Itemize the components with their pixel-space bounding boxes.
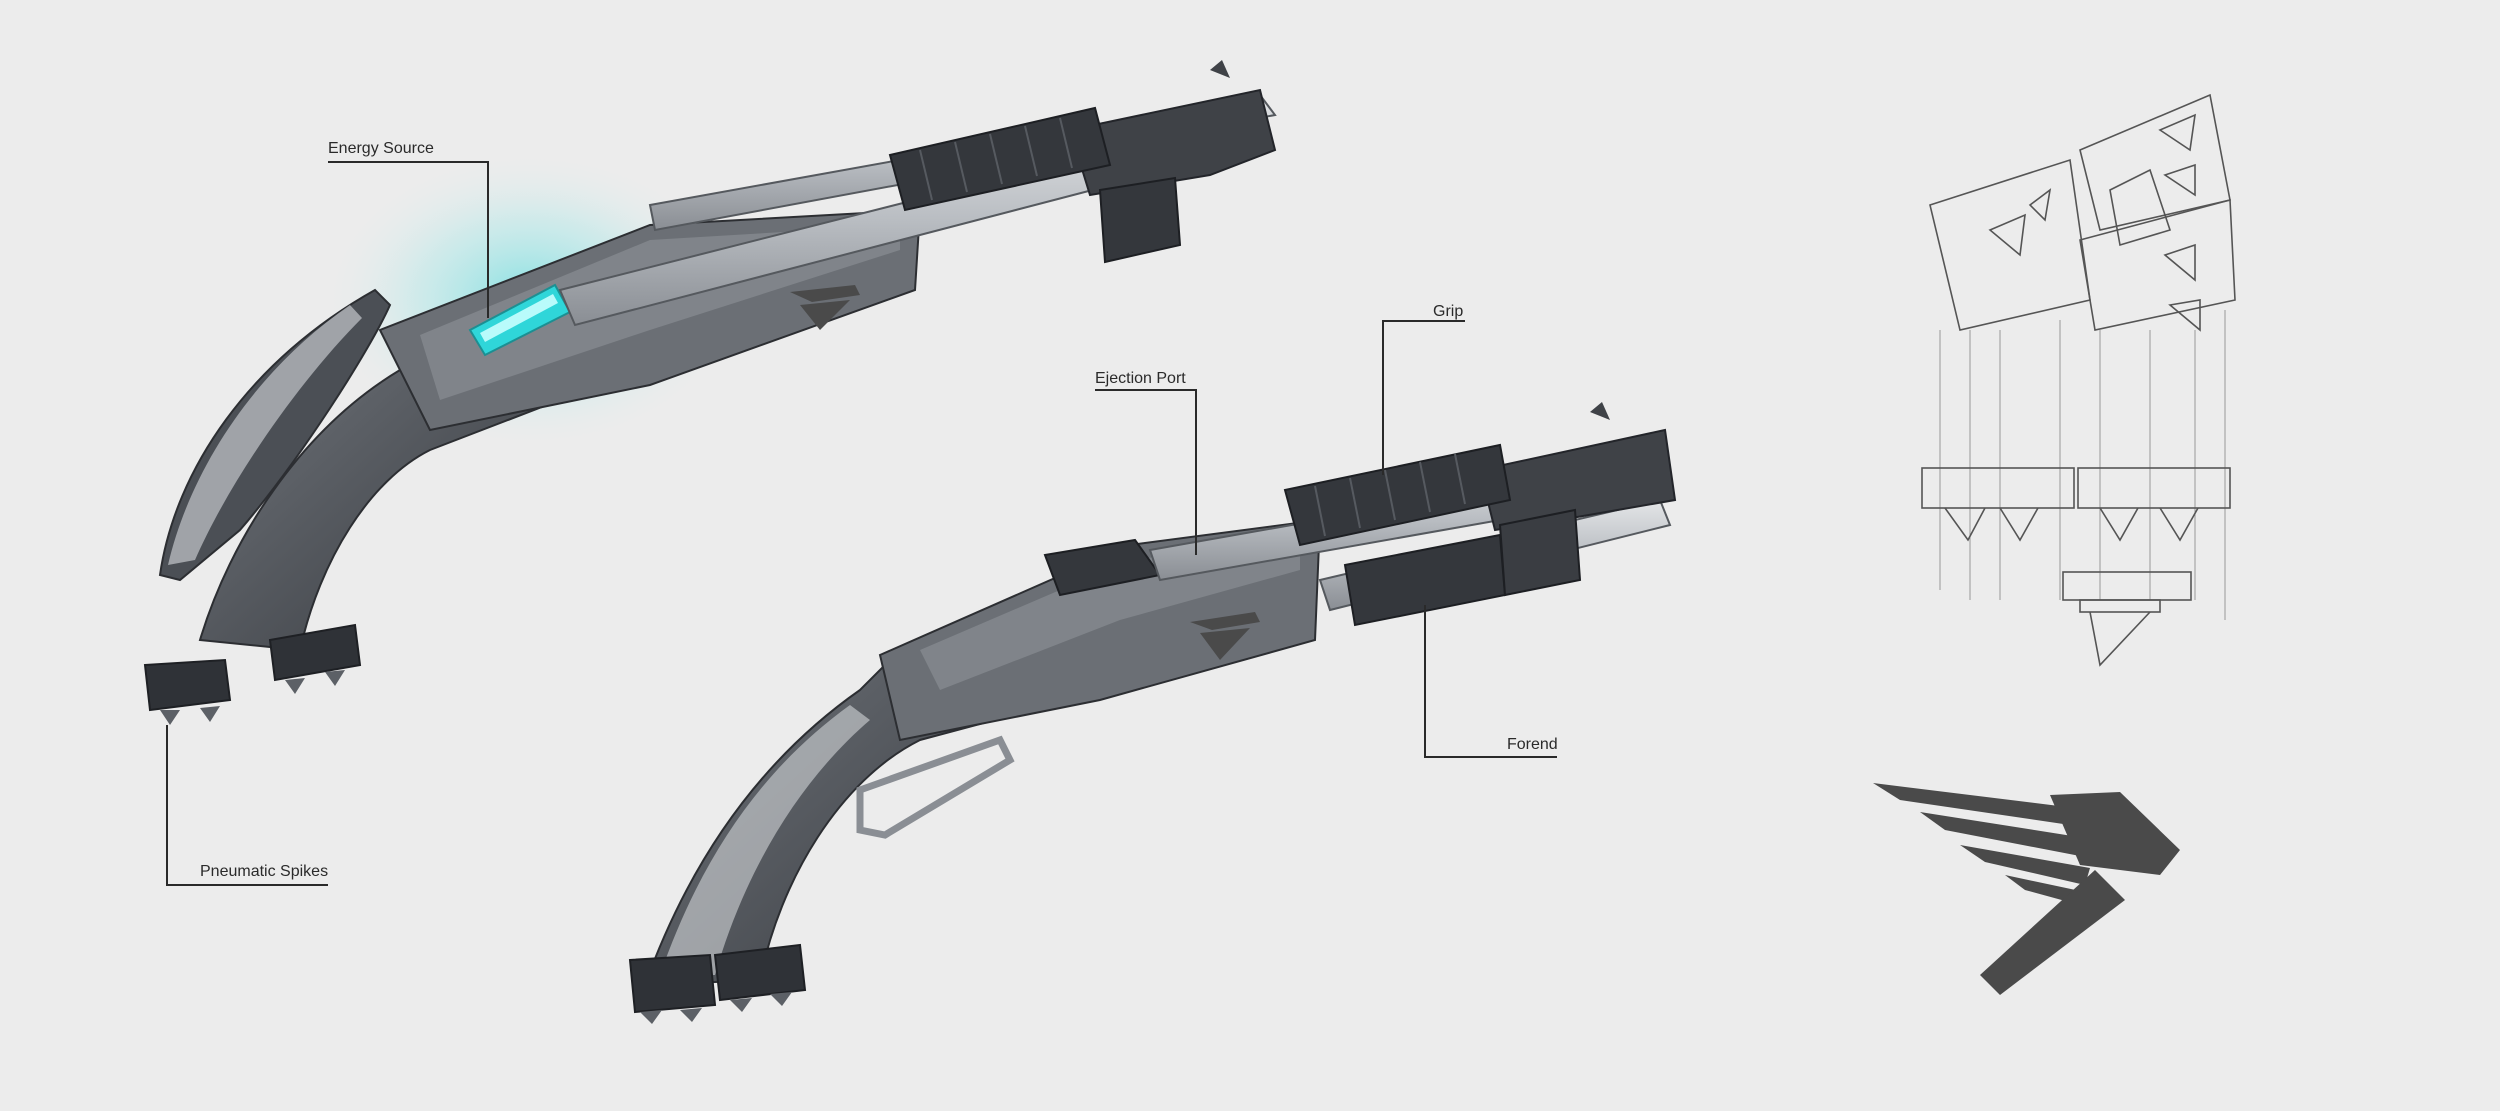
callout-lines — [166, 161, 1557, 886]
callout-line-energy-source — [328, 161, 489, 318]
callout-line-forend — [1424, 605, 1557, 758]
label-energy-source: Energy Source — [328, 140, 434, 157]
label-ejection-port: Ejection Port — [1095, 370, 1186, 387]
callout-line-grip — [1382, 320, 1465, 475]
callout-line-pneumatic-spikes — [166, 725, 328, 886]
callout-line-ejection-port — [1095, 389, 1197, 555]
spike-plate-sketch — [1921, 93, 2236, 667]
shotgun-illustration-top — [143, 60, 1277, 725]
label-grip: Grip — [1433, 303, 1464, 320]
winged-hammer-logo — [1873, 783, 2180, 995]
shotgun-illustration-center — [628, 402, 1677, 1024]
label-pneumatic-spikes: Pneumatic Spikes — [200, 863, 329, 880]
label-forend: Forend — [1507, 736, 1558, 753]
